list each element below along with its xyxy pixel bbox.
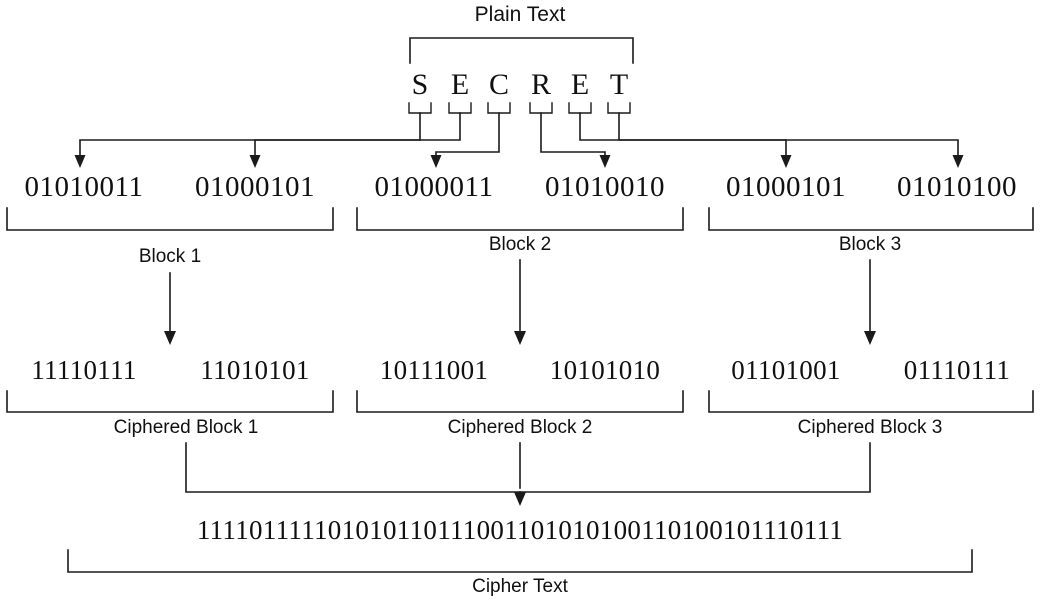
ciphered-block-labels: Ciphered Block 1 Ciphered Block 2 Cipher… [114, 417, 943, 438]
plain-text-title: Plain Text [475, 3, 566, 26]
cipher-value-4: 01101001 [731, 355, 840, 385]
cipher-value-3: 10101010 [550, 355, 660, 385]
binary-value-2: 01000011 [375, 171, 494, 203]
cipher-text-value: 1111011111010101101110011010101001101001… [197, 515, 843, 545]
letter-brackets [408, 102, 631, 114]
block-label-3: Block 3 [839, 234, 901, 255]
merge-bus [185, 442, 871, 493]
block-label-1: Block 1 [139, 246, 201, 267]
block-bracket-1 [6, 207, 334, 231]
block-labels: Block 1 Block 2 Block 3 [139, 234, 901, 267]
block-3-to-cipher-arrow [864, 259, 876, 345]
cipher-process-arrows [164, 259, 876, 345]
cipher-value-2: 10111001 [380, 355, 488, 385]
plain-text-bracket [409, 37, 634, 64]
binary-row: 01010011 01000101 01000011 01010010 0100… [25, 171, 1017, 203]
binary-value-1: 01000101 [195, 171, 315, 203]
arrow-cipher-text [514, 492, 526, 506]
plain-letter-3: R [531, 68, 551, 101]
cipher-row: 11110111 11010101 10111001 10101010 0110… [31, 355, 1010, 385]
route-letter-2-to-binary-2 [430, 112, 500, 168]
plain-letter-1: E [451, 68, 469, 101]
block-label-2: Block 2 [489, 234, 551, 255]
ciphered-block-bracket-3 [708, 390, 1034, 413]
block-2-to-cipher-arrow [514, 259, 526, 345]
plain-text-letters: S E C R E T [412, 68, 629, 101]
block-1-to-cipher-arrow [164, 272, 176, 345]
plain-letter-4: E [571, 68, 589, 101]
ciphered-block-brackets [6, 390, 1034, 413]
letter-bracket-5 [607, 102, 631, 114]
block-brackets [6, 207, 1034, 231]
arrow-binary-2 [430, 155, 442, 168]
route-letter-3-to-binary-3 [540, 112, 611, 168]
cipher-value-1: 11010101 [200, 355, 309, 385]
ciphered-block-label-3: Ciphered Block 3 [798, 417, 943, 438]
arrow-binary-0 [74, 155, 86, 168]
plain-letter-5: T [610, 68, 628, 101]
cipher-value-0: 11110111 [31, 355, 136, 385]
binary-value-5: 01010100 [897, 171, 1017, 203]
plain-letter-0: S [412, 68, 429, 101]
ciphered-block-label-2: Ciphered Block 2 [448, 417, 593, 438]
letter-bracket-1 [448, 102, 472, 114]
binary-value-0: 01010011 [25, 171, 144, 203]
arrow-binary-5 [952, 155, 964, 168]
arrow-cipher-2 [514, 331, 526, 345]
arrow-cipher-3 [864, 331, 876, 345]
block-bracket-2 [356, 207, 684, 231]
letter-bracket-3 [529, 102, 553, 114]
binary-value-3: 01010010 [545, 171, 665, 203]
letter-bracket-0 [408, 102, 432, 114]
ciphered-block-bracket-1 [6, 390, 334, 413]
cipher-value-5: 01110111 [904, 355, 1010, 385]
cipher-text-bracket [67, 549, 973, 573]
binary-value-4: 01000101 [726, 171, 846, 203]
route-letter-1-to-binary-1 [249, 112, 461, 168]
arrow-binary-3 [599, 155, 611, 168]
cipher-text-label: Cipher Text [472, 576, 568, 597]
ciphered-block-bracket-2 [356, 390, 684, 413]
letter-bracket-2 [487, 102, 511, 114]
cipher-merge-lines [185, 442, 871, 506]
arrow-cipher-1 [164, 331, 176, 345]
route-letter-0-to-binary-0 [74, 112, 421, 168]
block-bracket-3 [708, 207, 1034, 231]
arrow-binary-1 [249, 155, 261, 168]
arrow-binary-4 [780, 155, 792, 168]
route-letter-5-to-binary-5 [618, 112, 964, 168]
plain-letter-2: C [489, 68, 509, 101]
letter-bracket-4 [568, 102, 592, 114]
ciphered-block-label-1: Ciphered Block 1 [114, 417, 259, 438]
